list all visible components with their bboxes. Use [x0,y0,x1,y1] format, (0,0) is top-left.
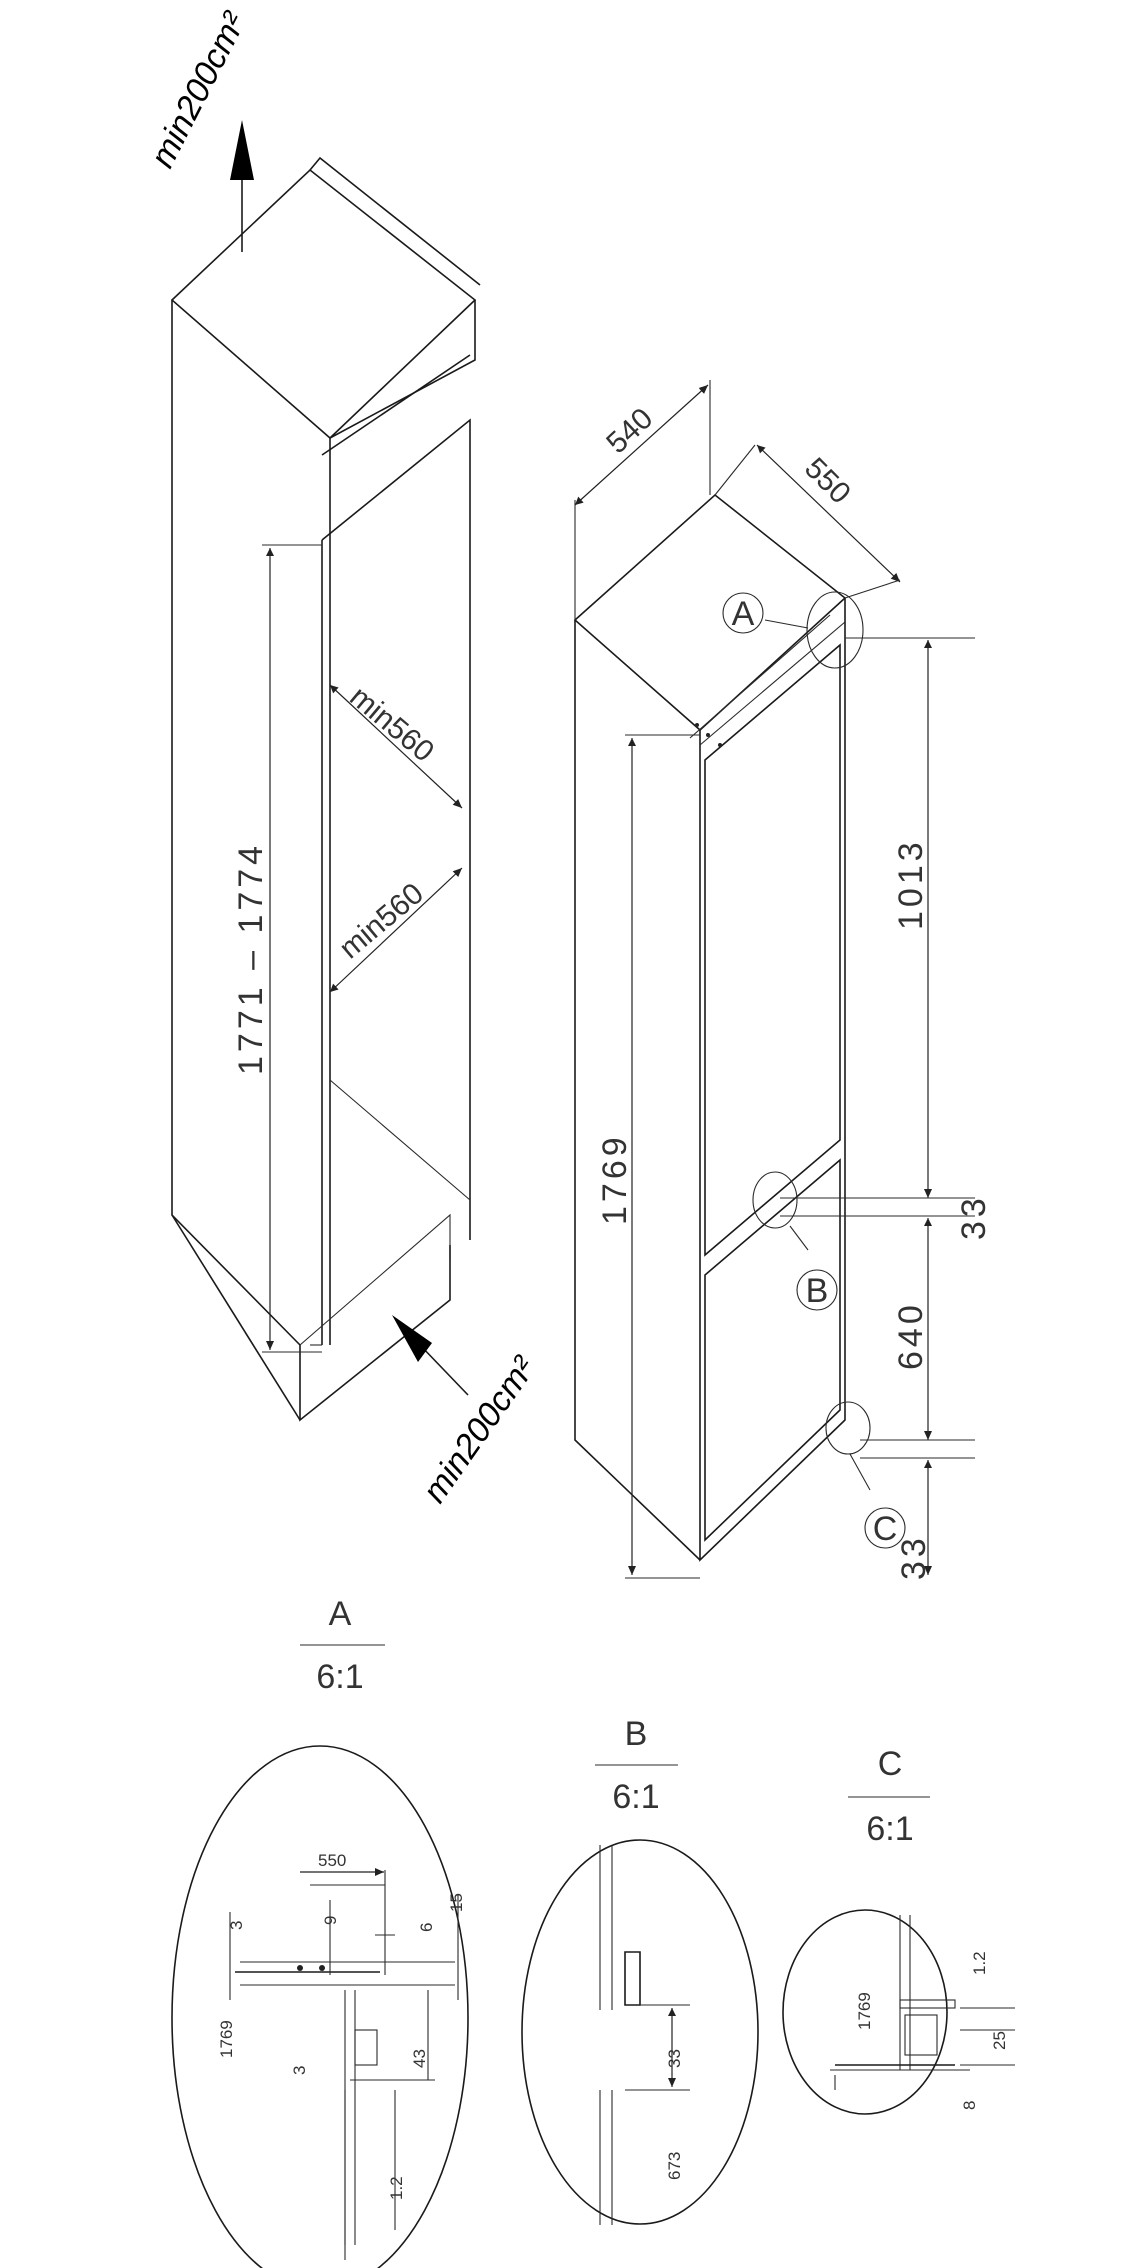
niche-depth-lower-label: min560 [333,877,430,966]
detail-a-drawing [171,1745,469,2268]
detail-c-scale: 6:1 [866,1810,913,1848]
marker-a-label: A [732,595,755,633]
detail-c-8: 8 [960,2101,979,2110]
appliance-body [573,380,975,1579]
detail-b-drawing [521,1839,759,2225]
marker-c-label: C [873,1510,898,1548]
detail-a-title: A [329,1595,352,1633]
appliance-depth-label: 550 [798,452,857,511]
detail-b-title: B [625,1715,648,1753]
gap-bottom-label: 33 [895,1534,933,1580]
detail-a-15: 15 [447,1893,466,1912]
detail-b-scale: 6:1 [612,1778,659,1816]
detail-a-6: 6 [417,1923,436,1932]
detail-c-25: 25 [990,2031,1009,2050]
upper-door-label: 1013 [892,838,930,930]
detail-c-1769: 1769 [855,1992,874,2030]
detail-b-33: 33 [665,2049,684,2068]
gap-mid-label: 33 [955,1194,993,1240]
detail-a-9: 9 [321,1916,340,1925]
niche-height-label: 1771 – 1774 [232,842,270,1075]
detail-c-drawing [782,1909,1015,2115]
niche-cabinet [170,120,481,1422]
detail-a-550: 550 [318,1851,346,1870]
detail-a-1769: 1769 [217,2020,236,2058]
marker-b-label: B [806,1272,829,1310]
detail-a-3-top: 3 [227,1921,246,1930]
airflow-bottom-label: min200cm² [415,1349,544,1510]
detail-b-673: 673 [665,2152,684,2180]
detail-c-title: C [878,1745,903,1783]
niche-depth-upper-label: min560 [344,680,441,769]
appliance-height-label: 1769 [596,1133,634,1225]
detail-c-12: 1.2 [970,1951,989,1975]
detail-a-12: 1.2 [387,2176,406,2200]
detail-a-scale: 6:1 [316,1658,363,1696]
appliance-width-label: 540 [600,402,659,460]
detail-a-3-bottom: 3 [290,2066,309,2075]
detail-a-43: 43 [410,2049,429,2068]
lower-door-label: 640 [892,1301,930,1370]
